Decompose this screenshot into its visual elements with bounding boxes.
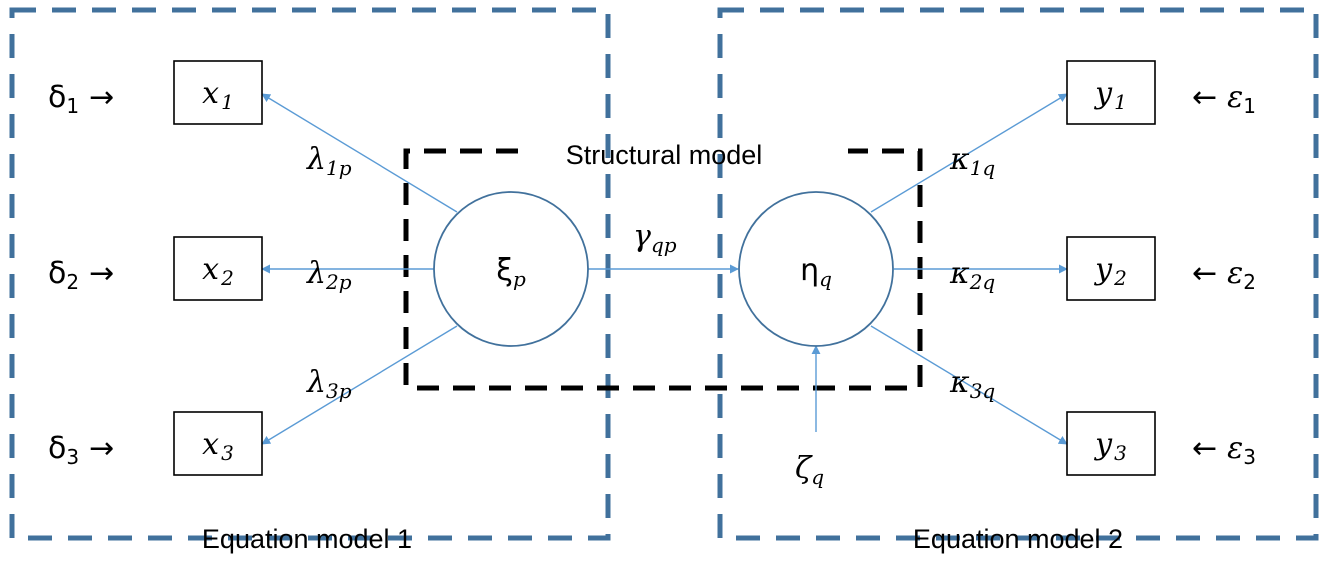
x2-box [173,236,263,301]
delta3-label: δ3→ [48,431,114,469]
kappa2-label: κ2q [949,256,995,294]
zeta-label: ζq [795,451,824,489]
arrow-xi-to-x3 [261,325,458,445]
lambda1-label: λ1p [306,142,352,180]
x3-box [173,411,263,476]
y3-box [1066,411,1156,476]
structural-model-frame [403,148,923,391]
kappa1-label: κ1q [949,142,995,180]
y1-box [1066,60,1156,125]
epsilon2-label: ←ε2 [1192,256,1256,294]
epsilon3-label: ←ε3 [1192,431,1256,469]
lambda3-label: λ3p [306,365,352,403]
latent-eta-circle [738,191,894,347]
kappa3-label: κ3q [949,365,995,403]
x1-box [173,60,263,125]
y2-box [1066,236,1156,301]
equation-model-1-frame [9,7,611,541]
equation-model-2-frame [717,7,1319,541]
lambda2-label: λ2p [306,256,352,294]
equation-model-1-caption: Equation model 1 [202,524,412,554]
delta2-label: δ2→ [48,256,114,294]
epsilon1-label: ←ε1 [1192,80,1256,118]
latent-xi-circle [433,191,589,347]
latent-xi-label: ξp [496,253,526,291]
delta1-label: δ1→ [48,80,114,118]
arrow-xi-to-x1 [261,93,458,213]
structural-model-caption: Structural model [566,140,763,170]
gamma-label: γqp [633,219,677,257]
arrow-eta-to-y1 [870,93,1068,213]
arrow-eta-to-y3 [870,325,1068,445]
latent-eta-label: ηq [800,253,832,291]
equation-model-2-caption: Equation model 2 [913,524,1123,554]
